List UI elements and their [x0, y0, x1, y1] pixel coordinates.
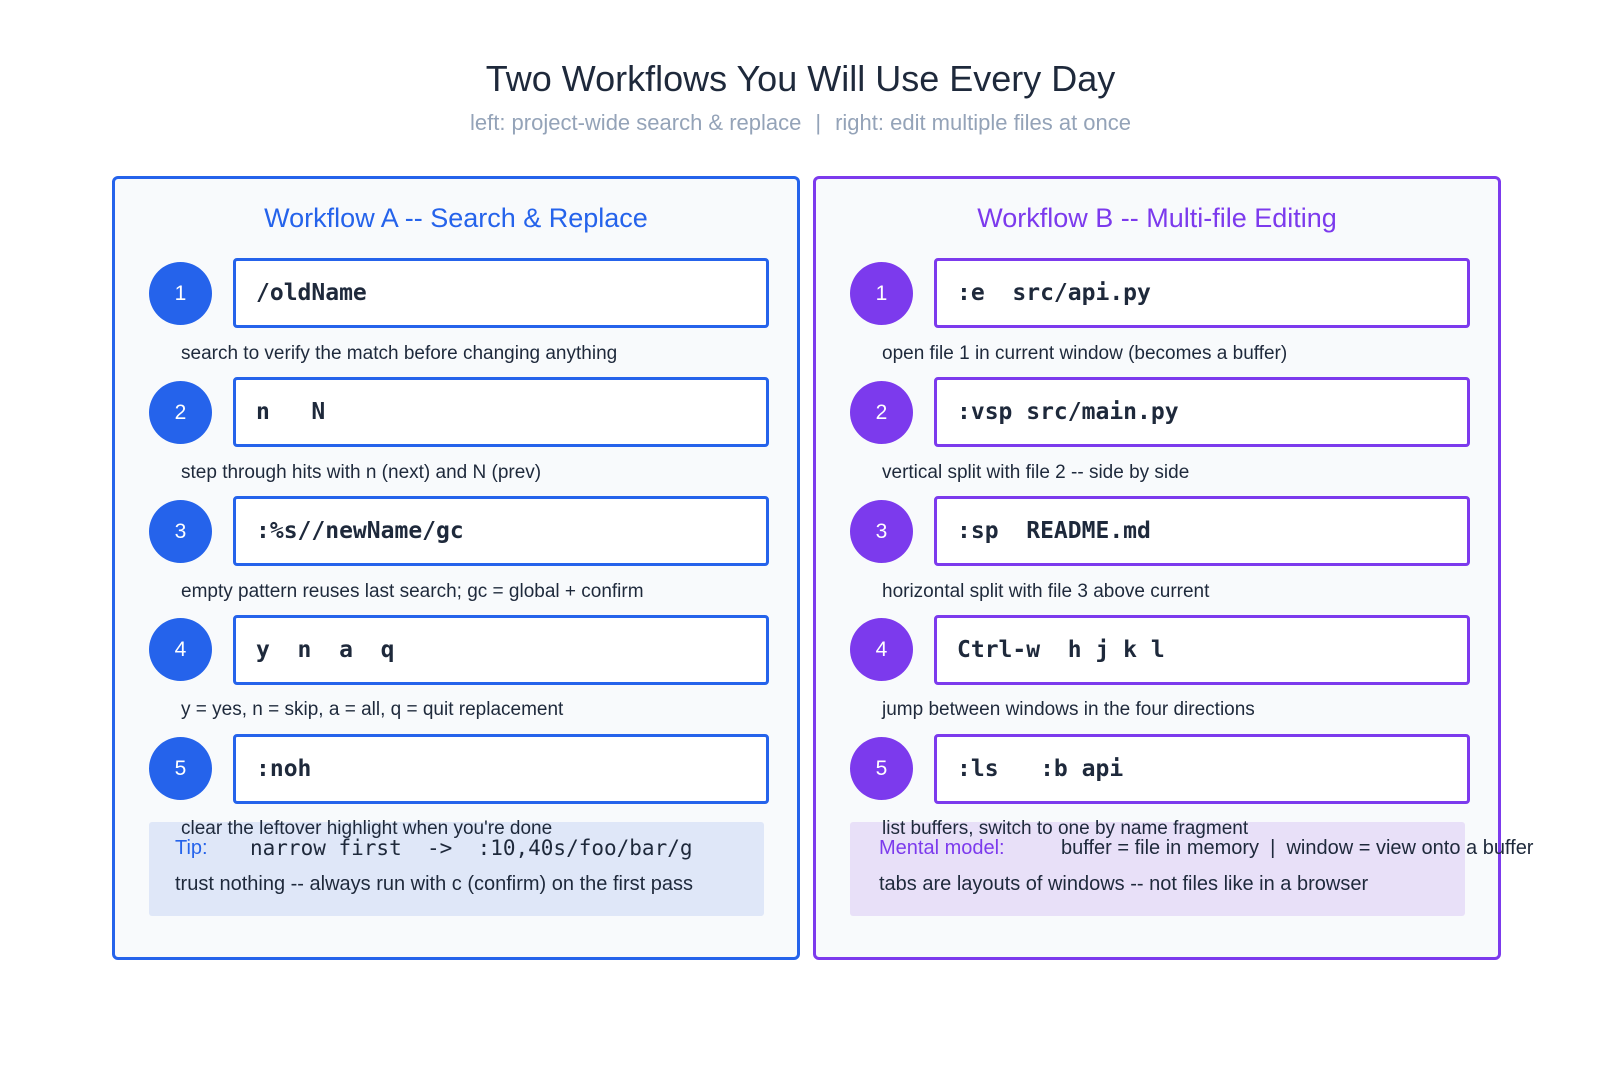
workflow-b-panel: Workflow B -- Multi-file Editing 1 :e sr… — [813, 176, 1501, 960]
mental-model-box — [850, 822, 1465, 916]
step-number-badge: 5 — [850, 737, 913, 800]
step-description: vertical split with file 2 -- side by si… — [882, 462, 1190, 483]
step-description: horizontal split with file 3 above curre… — [882, 581, 1210, 602]
mental-model-text: tabs are layouts of windows -- not files… — [879, 873, 1369, 895]
command-box: :vsp src/main.py — [934, 377, 1470, 447]
mental-model-label: Mental model: — [879, 837, 1005, 859]
step-number-badge: 2 — [149, 381, 212, 444]
step-description: open file 1 in current window (becomes a… — [882, 343, 1288, 364]
tip-code: narrow first -> :10,40s/foo/bar/g — [250, 836, 693, 860]
command-box: :ls :b api — [934, 734, 1470, 804]
command-box: :sp README.md — [934, 496, 1470, 566]
step-number-badge: 4 — [850, 618, 913, 681]
tip-text: trust nothing -- always run with c (conf… — [175, 873, 693, 895]
step-description: search to verify the match before changi… — [181, 343, 618, 364]
command-box: :e src/api.py — [934, 258, 1470, 328]
command-box: :%s//newName/gc — [233, 496, 769, 566]
step-description: list buffers, switch to one by name frag… — [882, 818, 1249, 839]
command-box: /oldName — [233, 258, 769, 328]
command-box: Ctrl-w h j k l — [934, 615, 1470, 685]
step-number-badge: 3 — [149, 500, 212, 563]
workflow-a-panel: Workflow A -- Search & Replace 1 /oldNam… — [112, 176, 800, 960]
subtitle-separator: | — [815, 110, 822, 135]
workflow-a-title: Workflow A -- Search & Replace — [264, 203, 648, 233]
subtitle-right: right: edit multiple files at once — [835, 110, 1132, 135]
workflow-b-title: Workflow B -- Multi-file Editing — [977, 203, 1337, 233]
command-box: :noh — [233, 734, 769, 804]
step-number-badge: 1 — [149, 262, 212, 325]
step-description: y = yes, n = skip, a = all, q = quit rep… — [181, 699, 564, 720]
step-number-badge: 2 — [850, 381, 913, 444]
step-number-badge: 5 — [149, 737, 212, 800]
step-description: clear the leftover highlight when you're… — [181, 818, 553, 839]
command-box: y n a q — [233, 615, 769, 685]
step-number-badge: 4 — [149, 618, 212, 681]
step-description: jump between windows in the four directi… — [882, 699, 1255, 720]
command-box: n N — [233, 377, 769, 447]
step-number-badge: 3 — [850, 500, 913, 563]
page-subtitle: left: project-wide search & replace | righ… — [0, 110, 1601, 136]
subtitle-left: left: project-wide search & replace — [469, 110, 802, 135]
step-description: step through hits with n (next) and N (p… — [181, 462, 542, 483]
step-number-badge: 1 — [850, 262, 913, 325]
tip-label: Tip: — [175, 837, 208, 859]
step-description: empty pattern reuses last search; gc = g… — [181, 581, 644, 602]
tip-box — [149, 822, 764, 916]
page-title: Two Workflows You Will Use Every Day — [485, 58, 1116, 99]
mental-model-code: buffer = file in memory | window = view … — [1061, 837, 1534, 859]
